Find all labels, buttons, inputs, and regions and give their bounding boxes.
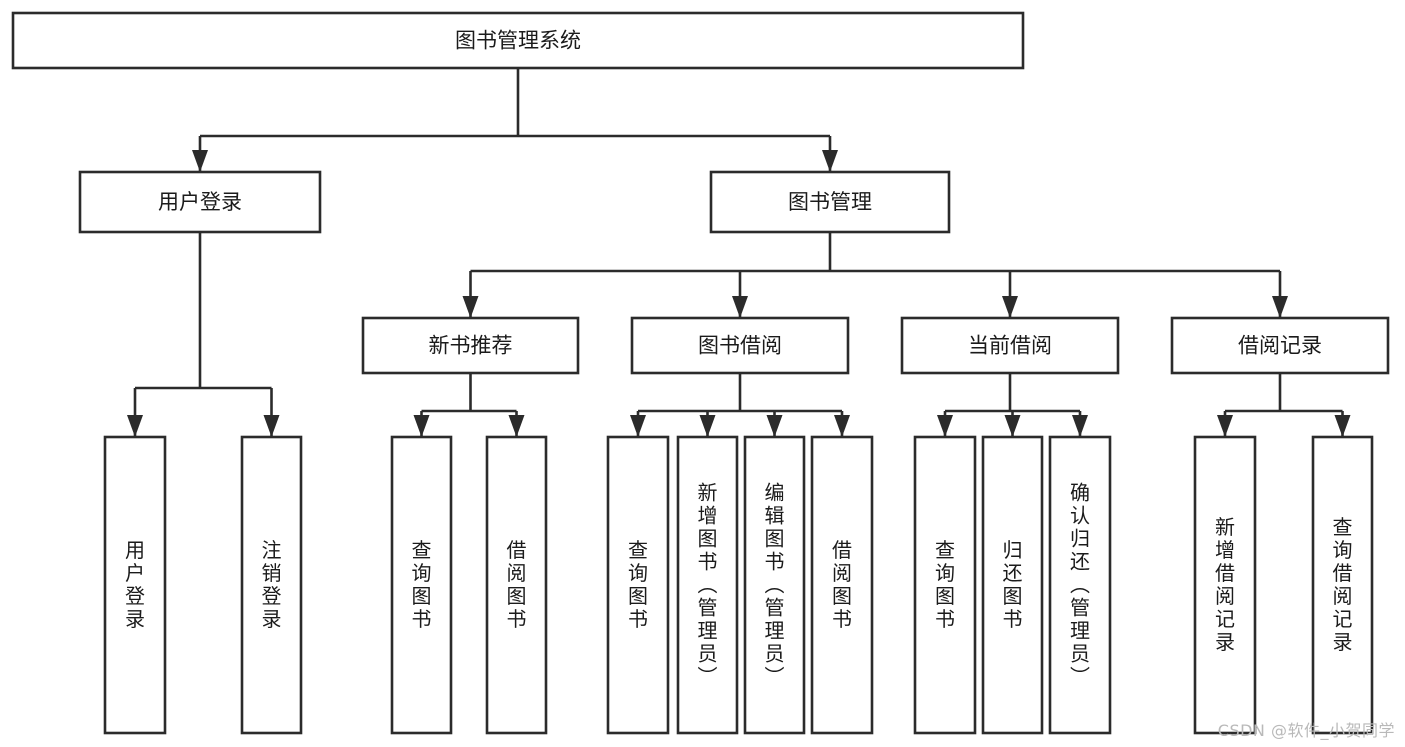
node-level3-1-label: 图书借阅 (698, 334, 782, 358)
arrow-head-icon (263, 415, 280, 437)
node-level3-3[interactable]: 借阅记录 (1170, 316, 1390, 375)
node-leaf-10[interactable]: 确认归还︵管理员︶ (1048, 435, 1112, 735)
node-leaf-10-label: 确认归还︵管理员︶ (1070, 480, 1090, 688)
arrow-head-icon (413, 415, 430, 437)
node-leaf-6-label: 编辑图书︵管理员︶ (765, 480, 785, 688)
arrow-head-icon (732, 296, 748, 318)
node-level3-3-rect (1170, 316, 1390, 375)
node-leaf-11-label: 新增借阅记录 (1215, 515, 1235, 654)
node-leaf-12-label: 查询借阅记录 (1333, 515, 1353, 654)
node-leaf-3[interactable]: 借阅图书 (485, 435, 548, 735)
node-level3-1-rect (630, 316, 850, 375)
node-leaf-11[interactable]: 新增借阅记录 (1193, 435, 1257, 735)
arrow-head-icon (766, 415, 783, 437)
node-leaf-2[interactable]: 查询图书 (390, 435, 453, 735)
node-leaf-1-rect (240, 435, 303, 735)
node-leaf-5-rect (676, 435, 739, 735)
node-level3-0-rect (361, 316, 580, 375)
node-leaf-5[interactable]: 新增图书︵管理员︶ (676, 435, 739, 735)
node-level3-2[interactable]: 当前借阅 (900, 316, 1120, 375)
node-leaf-7-label: 借阅图书 (832, 538, 852, 631)
node-leaf-9-label: 归还图书 (1003, 538, 1023, 631)
arrow-head-icon (1334, 415, 1351, 437)
node-level3-0-label: 新书推荐 (429, 334, 513, 358)
arrow-head-icon (192, 150, 208, 172)
node-leaf-7-rect (810, 435, 874, 735)
node-root[interactable]: 图书管理系统 (11, 11, 1025, 70)
node-leaf-12[interactable]: 查询借阅记录 (1311, 435, 1374, 735)
arrow-head-icon (699, 415, 716, 437)
nodes-layer: 图书管理系统用户登录图书管理新书推荐图书借阅当前借阅借阅记录用户登录注销登录查询… (11, 11, 1390, 735)
node-level2-0-rect (78, 170, 322, 234)
node-root-label: 图书管理系统 (455, 29, 581, 53)
node-leaf-2-rect (390, 435, 453, 735)
node-root-rect (11, 11, 1025, 70)
node-leaf-9-rect (981, 435, 1044, 735)
node-leaf-6-rect (743, 435, 806, 735)
node-leaf-7[interactable]: 借阅图书 (810, 435, 874, 735)
arrow-head-icon (1272, 296, 1288, 318)
node-leaf-1[interactable]: 注销登录 (240, 435, 303, 735)
arrow-head-icon (630, 415, 646, 437)
node-leaf-0-rect (103, 435, 167, 735)
arrow-head-icon (834, 415, 850, 437)
arrow-head-icon (508, 415, 525, 437)
node-leaf-4-rect (606, 435, 670, 735)
node-leaf-1-label: 注销登录 (262, 538, 282, 631)
node-leaf-12-rect (1311, 435, 1374, 735)
arrow-head-icon (1217, 415, 1233, 437)
node-leaf-4-label: 查询图书 (628, 538, 648, 631)
arrow-head-icon (462, 296, 479, 318)
node-leaf-3-rect (485, 435, 548, 735)
node-leaf-5-label: 新增图书︵管理员︶ (698, 480, 718, 688)
node-leaf-8[interactable]: 查询图书 (913, 435, 977, 735)
arrow-head-icon (937, 415, 953, 437)
node-level2-0[interactable]: 用户登录 (78, 170, 322, 234)
node-level2-0-label: 用户登录 (158, 190, 242, 214)
node-leaf-6[interactable]: 编辑图书︵管理员︶ (743, 435, 806, 735)
node-leaf-8-label: 查询图书 (935, 538, 955, 631)
node-leaf-9[interactable]: 归还图书 (981, 435, 1044, 735)
node-leaf-2-label: 查询图书 (412, 538, 432, 631)
connectors-layer (127, 68, 1351, 437)
node-leaf-0-label: 用户登录 (125, 538, 145, 631)
node-level3-2-rect (900, 316, 1120, 375)
node-leaf-4[interactable]: 查询图书 (606, 435, 670, 735)
node-level3-1[interactable]: 图书借阅 (630, 316, 850, 375)
arrow-head-icon (822, 150, 838, 172)
arrow-head-icon (1002, 296, 1018, 318)
node-level3-3-label: 借阅记录 (1238, 334, 1322, 358)
node-leaf-10-rect (1048, 435, 1112, 735)
node-leaf-11-rect (1193, 435, 1257, 735)
node-leaf-0[interactable]: 用户登录 (103, 435, 167, 735)
arrow-head-icon (127, 415, 143, 437)
node-level3-0[interactable]: 新书推荐 (361, 316, 580, 375)
node-leaf-3-label: 借阅图书 (507, 538, 527, 631)
node-level2-1[interactable]: 图书管理 (709, 170, 951, 234)
arrow-head-icon (1004, 415, 1021, 437)
node-level2-1-label: 图书管理 (788, 190, 872, 214)
arrow-head-icon (1072, 415, 1088, 437)
node-level3-2-label: 当前借阅 (968, 334, 1052, 358)
node-level2-1-rect (709, 170, 951, 234)
node-leaf-8-rect (913, 435, 977, 735)
